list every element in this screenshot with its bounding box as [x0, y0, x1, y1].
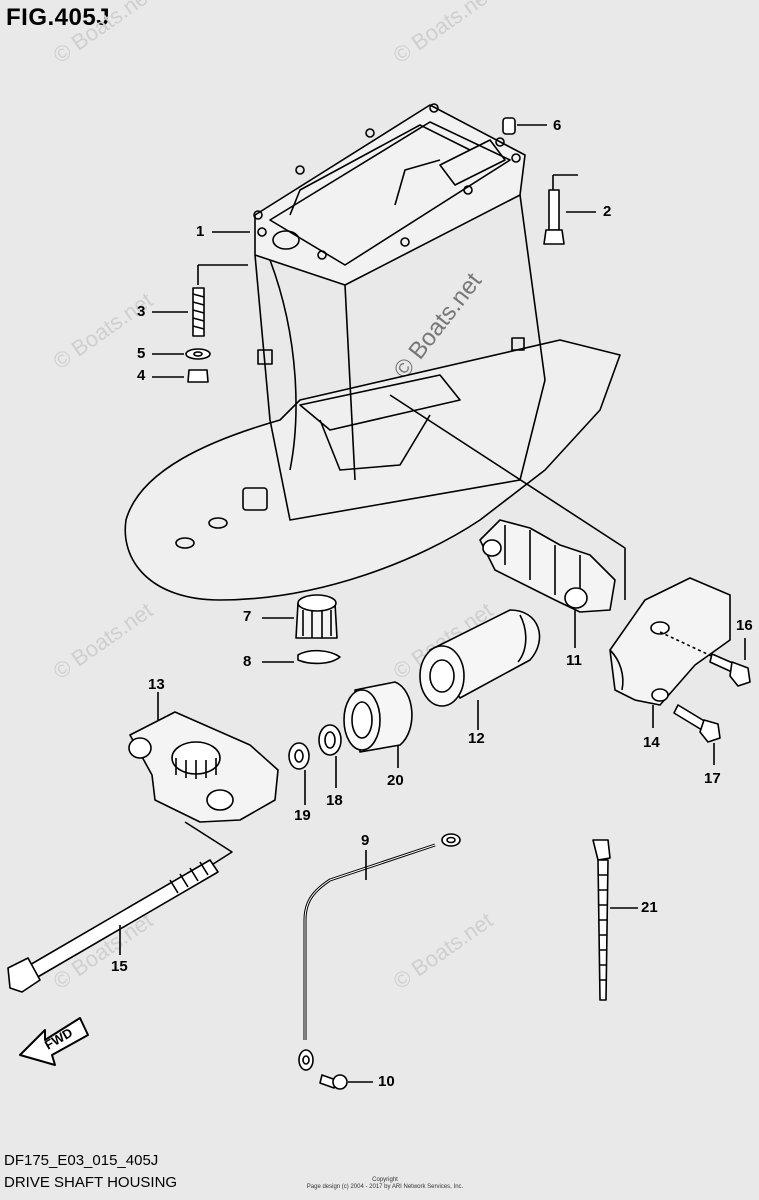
drive-shaft-housing: [124, 103, 621, 601]
watermark-text: © Boats.net: [49, 597, 158, 684]
assembly-leader: [389, 394, 626, 600]
callout-6[interactable]: 6: [553, 117, 562, 134]
callout-20[interactable]: 20: [387, 772, 404, 789]
callout-5[interactable]: 5: [137, 345, 146, 362]
callout-18[interactable]: 18: [326, 792, 343, 809]
part-16-bolt: [659, 631, 751, 687]
part-20-sleeve: [343, 681, 413, 768]
callout-10[interactable]: 10: [378, 1073, 395, 1090]
part-2-bolt: [543, 174, 596, 245]
watermark-text: © Boats.net: [49, 0, 158, 68]
copyright-notice: Copyright Page design (c) 2004 - 2017 by…: [300, 1177, 470, 1191]
callout-2[interactable]: 2: [603, 203, 612, 220]
callout-4[interactable]: 4: [137, 367, 146, 384]
part-9-10-ground-wire: [298, 833, 461, 1090]
callout-1[interactable]: 1: [196, 223, 205, 240]
callout-7[interactable]: 7: [243, 608, 252, 625]
part-13-clamp: [128, 692, 279, 823]
watermark-text: © Boats.net: [389, 907, 498, 994]
callout-15[interactable]: 15: [111, 958, 128, 975]
copyright-line-1: Copyright: [372, 1177, 398, 1183]
watermark-text: © Boats.net: [389, 0, 498, 68]
part-15-long-bolt: [7, 821, 233, 993]
part-14-holder: [609, 577, 731, 728]
callout-14[interactable]: 14: [643, 734, 660, 751]
callout-21[interactable]: 21: [641, 899, 658, 916]
part-17-bolt: [673, 704, 721, 765]
callout-3[interactable]: 3: [137, 303, 146, 320]
part-21-cable-tie: [592, 839, 638, 1001]
callout-12[interactable]: 12: [468, 730, 485, 747]
part-11-mount-rubber: [479, 519, 616, 648]
callout-13[interactable]: 13: [148, 676, 165, 693]
part-19-washer: [288, 742, 310, 805]
callout-16[interactable]: 16: [736, 617, 753, 634]
figure-code: DF175_E03_015_405J: [4, 1152, 159, 1169]
part-7-8-nut-clip: [262, 594, 341, 665]
fwd-arrow: [19, 1017, 89, 1066]
callout-9[interactable]: 9: [361, 832, 370, 849]
callout-8[interactable]: 8: [243, 653, 252, 670]
part-3-5-4-stud-set: [152, 264, 248, 383]
part-12-mount-cylinder: [419, 609, 541, 730]
callout-19[interactable]: 19: [294, 807, 311, 824]
callout-17[interactable]: 17: [704, 770, 721, 787]
figure-name: DRIVE SHAFT HOUSING: [4, 1174, 178, 1191]
part-6-pin: [502, 117, 547, 135]
part-18-washer: [318, 724, 342, 788]
callout-11[interactable]: 11: [566, 652, 582, 669]
copyright-line-2: Page design (c) 2004 - 2017 by ARI Netwo…: [306, 1184, 464, 1190]
figure-title: FIG.405J: [6, 4, 111, 31]
